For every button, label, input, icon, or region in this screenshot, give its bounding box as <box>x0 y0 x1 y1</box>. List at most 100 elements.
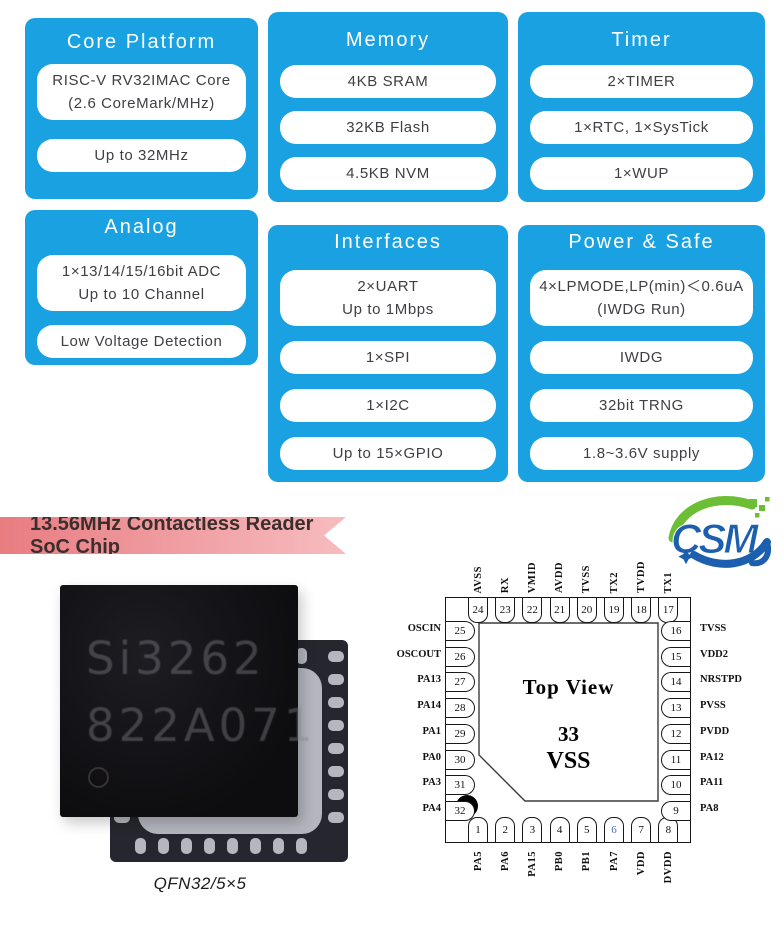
chip-marking: Si3262 822A071 <box>86 625 317 759</box>
package-pad <box>328 697 344 708</box>
spec-pill-line: 2×TIMER <box>607 72 676 90</box>
pin-label-text: DVDD <box>662 851 674 884</box>
pin-label-PA13: PA13 <box>417 674 441 686</box>
pin-label-OSCIN: OSCIN <box>407 623 441 634</box>
logo-green-square <box>759 505 765 511</box>
card-title: Interfaces <box>334 231 442 253</box>
spec-pill: Up to 32MHz <box>37 139 246 172</box>
pin-tab-OSCIN: 25 <box>446 621 475 641</box>
pin-label-text: TVDD <box>635 561 647 593</box>
pin-tab-PB0: 4 <box>549 817 570 842</box>
pin-label-text: TX2 <box>608 571 620 593</box>
package-pad <box>272 838 284 854</box>
pin-label-VDD: VDD <box>632 851 650 911</box>
spec-pill: Low Voltage Detection <box>37 325 246 358</box>
spec-pill: 2×TIMER <box>530 65 753 98</box>
pin-label-OSCOUT: OSCOUT <box>396 648 441 660</box>
pin-tab-PA8: 9 <box>661 800 690 821</box>
chip-marking-line2: 822A071 <box>86 699 317 752</box>
spec-pill: 4KB SRAM <box>280 65 496 98</box>
pin-label-text: PA7 <box>608 851 620 871</box>
spec-pill-line: 2×UART <box>357 277 419 295</box>
pin-label-TVDD: TVDD <box>632 545 650 593</box>
spec-pill-line: Up to 15×GPIO <box>332 444 444 462</box>
logo-green-square <box>755 513 760 518</box>
pin-label-PA0: PA0 <box>422 751 441 763</box>
pin-tab-TVSS: 16 <box>661 621 690 641</box>
package-pad <box>249 838 261 854</box>
package-pad <box>295 838 307 854</box>
spec-pill: 1×SPI <box>280 341 496 374</box>
spec-pill-line: 32KB Flash <box>346 118 430 136</box>
pin-label-TX1: TX1 <box>659 545 677 593</box>
pin-label-VMID: VMID <box>523 545 541 593</box>
pin-label-text: AVSS <box>472 565 484 594</box>
chip-marking-line1: Si3262 <box>86 632 266 685</box>
spec-pill: RISC-V RV32IMAC Core(2.6 CoreMark/MHz) <box>37 64 246 120</box>
spec-pill: 1×WUP <box>530 157 753 190</box>
pin-label-text: PA6 <box>499 851 511 871</box>
pin-label-PB1: PB1 <box>578 851 596 911</box>
pin-tab-PA4: 32 <box>446 800 475 821</box>
pin-tab-VMID: 22 <box>522 598 543 623</box>
package-pad <box>328 720 344 731</box>
pin-tab-PA3: 31 <box>446 775 475 796</box>
pinout-view-title: Top View <box>522 675 615 699</box>
spec-pill-line: Up to 10 Channel <box>78 286 205 303</box>
spec-pill-line: RISC-V RV32IMAC Core <box>52 71 231 89</box>
spec-pill: 32KB Flash <box>280 111 496 144</box>
card-title: Core Platform <box>66 31 217 53</box>
pin-label-text: PB0 <box>554 851 566 872</box>
pin-tab-PA15: 3 <box>522 817 543 842</box>
pin-label-PA11: PA11 <box>700 777 724 789</box>
package-pad <box>157 838 169 854</box>
pin-tab-TX2: 19 <box>604 598 624 623</box>
card-pill-list: 2×TIMER 1×RTC, 1×SysTick 1×WUP <box>518 52 765 190</box>
package-pad <box>328 674 344 685</box>
pin-label-text: PA5 <box>472 851 484 871</box>
pin-tab-VDD: 7 <box>631 817 652 842</box>
spec-pill-line: 1×RTC, 1×SysTick <box>574 118 709 136</box>
logo-blue-swoosh <box>690 538 771 568</box>
card-title: Power & Safe <box>568 231 715 253</box>
spec-pill-line: 1×SPI <box>365 348 411 366</box>
card-power-safe: Power & Safe 4×LPMODE,LP(min)＜0.6uA(IWDG… <box>518 225 765 482</box>
pin-label-text: PA15 <box>526 851 538 877</box>
pin-label-PA15: PA15 <box>523 851 541 911</box>
pin-tab-PA11: 10 <box>661 775 690 796</box>
package-pad <box>134 838 146 854</box>
pin-label-text: VMID <box>526 561 538 593</box>
spec-pill: 1.8~3.6V supply <box>530 437 753 470</box>
pin-tab-PB1: 5 <box>576 817 597 842</box>
spec-pill-line: 1×WUP <box>613 164 670 182</box>
chip-logo-mark-icon <box>88 767 109 788</box>
pin-label-DVDD: DVDD <box>659 851 677 911</box>
package-pad <box>180 838 192 854</box>
pin-label-TVSS: TVSS <box>700 623 727 634</box>
spec-pill-line: Low Voltage Detection <box>60 332 223 350</box>
pin-label-PA1: PA1 <box>422 725 441 737</box>
package-pad <box>203 838 215 854</box>
logo-green-square <box>765 497 770 502</box>
package-caption: QFN32/5×5 <box>153 874 247 893</box>
pin-label-TVSS: TVSS <box>578 545 596 593</box>
pin-label-RX: RX <box>496 545 514 593</box>
pin-label-AVSS: AVSS <box>469 545 487 594</box>
pin-tab-PVDD: 12 <box>661 723 690 744</box>
pin-tab-PA5: 1 <box>468 817 488 842</box>
pin-label-TX2: TX2 <box>605 545 623 593</box>
pin-label-PVDD: PVDD <box>700 725 730 737</box>
pin-tab-RX: 23 <box>495 598 516 623</box>
package-pad <box>295 648 307 664</box>
spec-pill: Up to 15×GPIO <box>280 437 496 470</box>
package-pad <box>328 651 344 662</box>
logo-green-square <box>749 499 757 507</box>
pin-label-NRSTPD: NRSTPD <box>700 674 743 686</box>
spec-pill-line: 4×LPMODE,LP(min)＜0.6uA <box>539 277 744 295</box>
